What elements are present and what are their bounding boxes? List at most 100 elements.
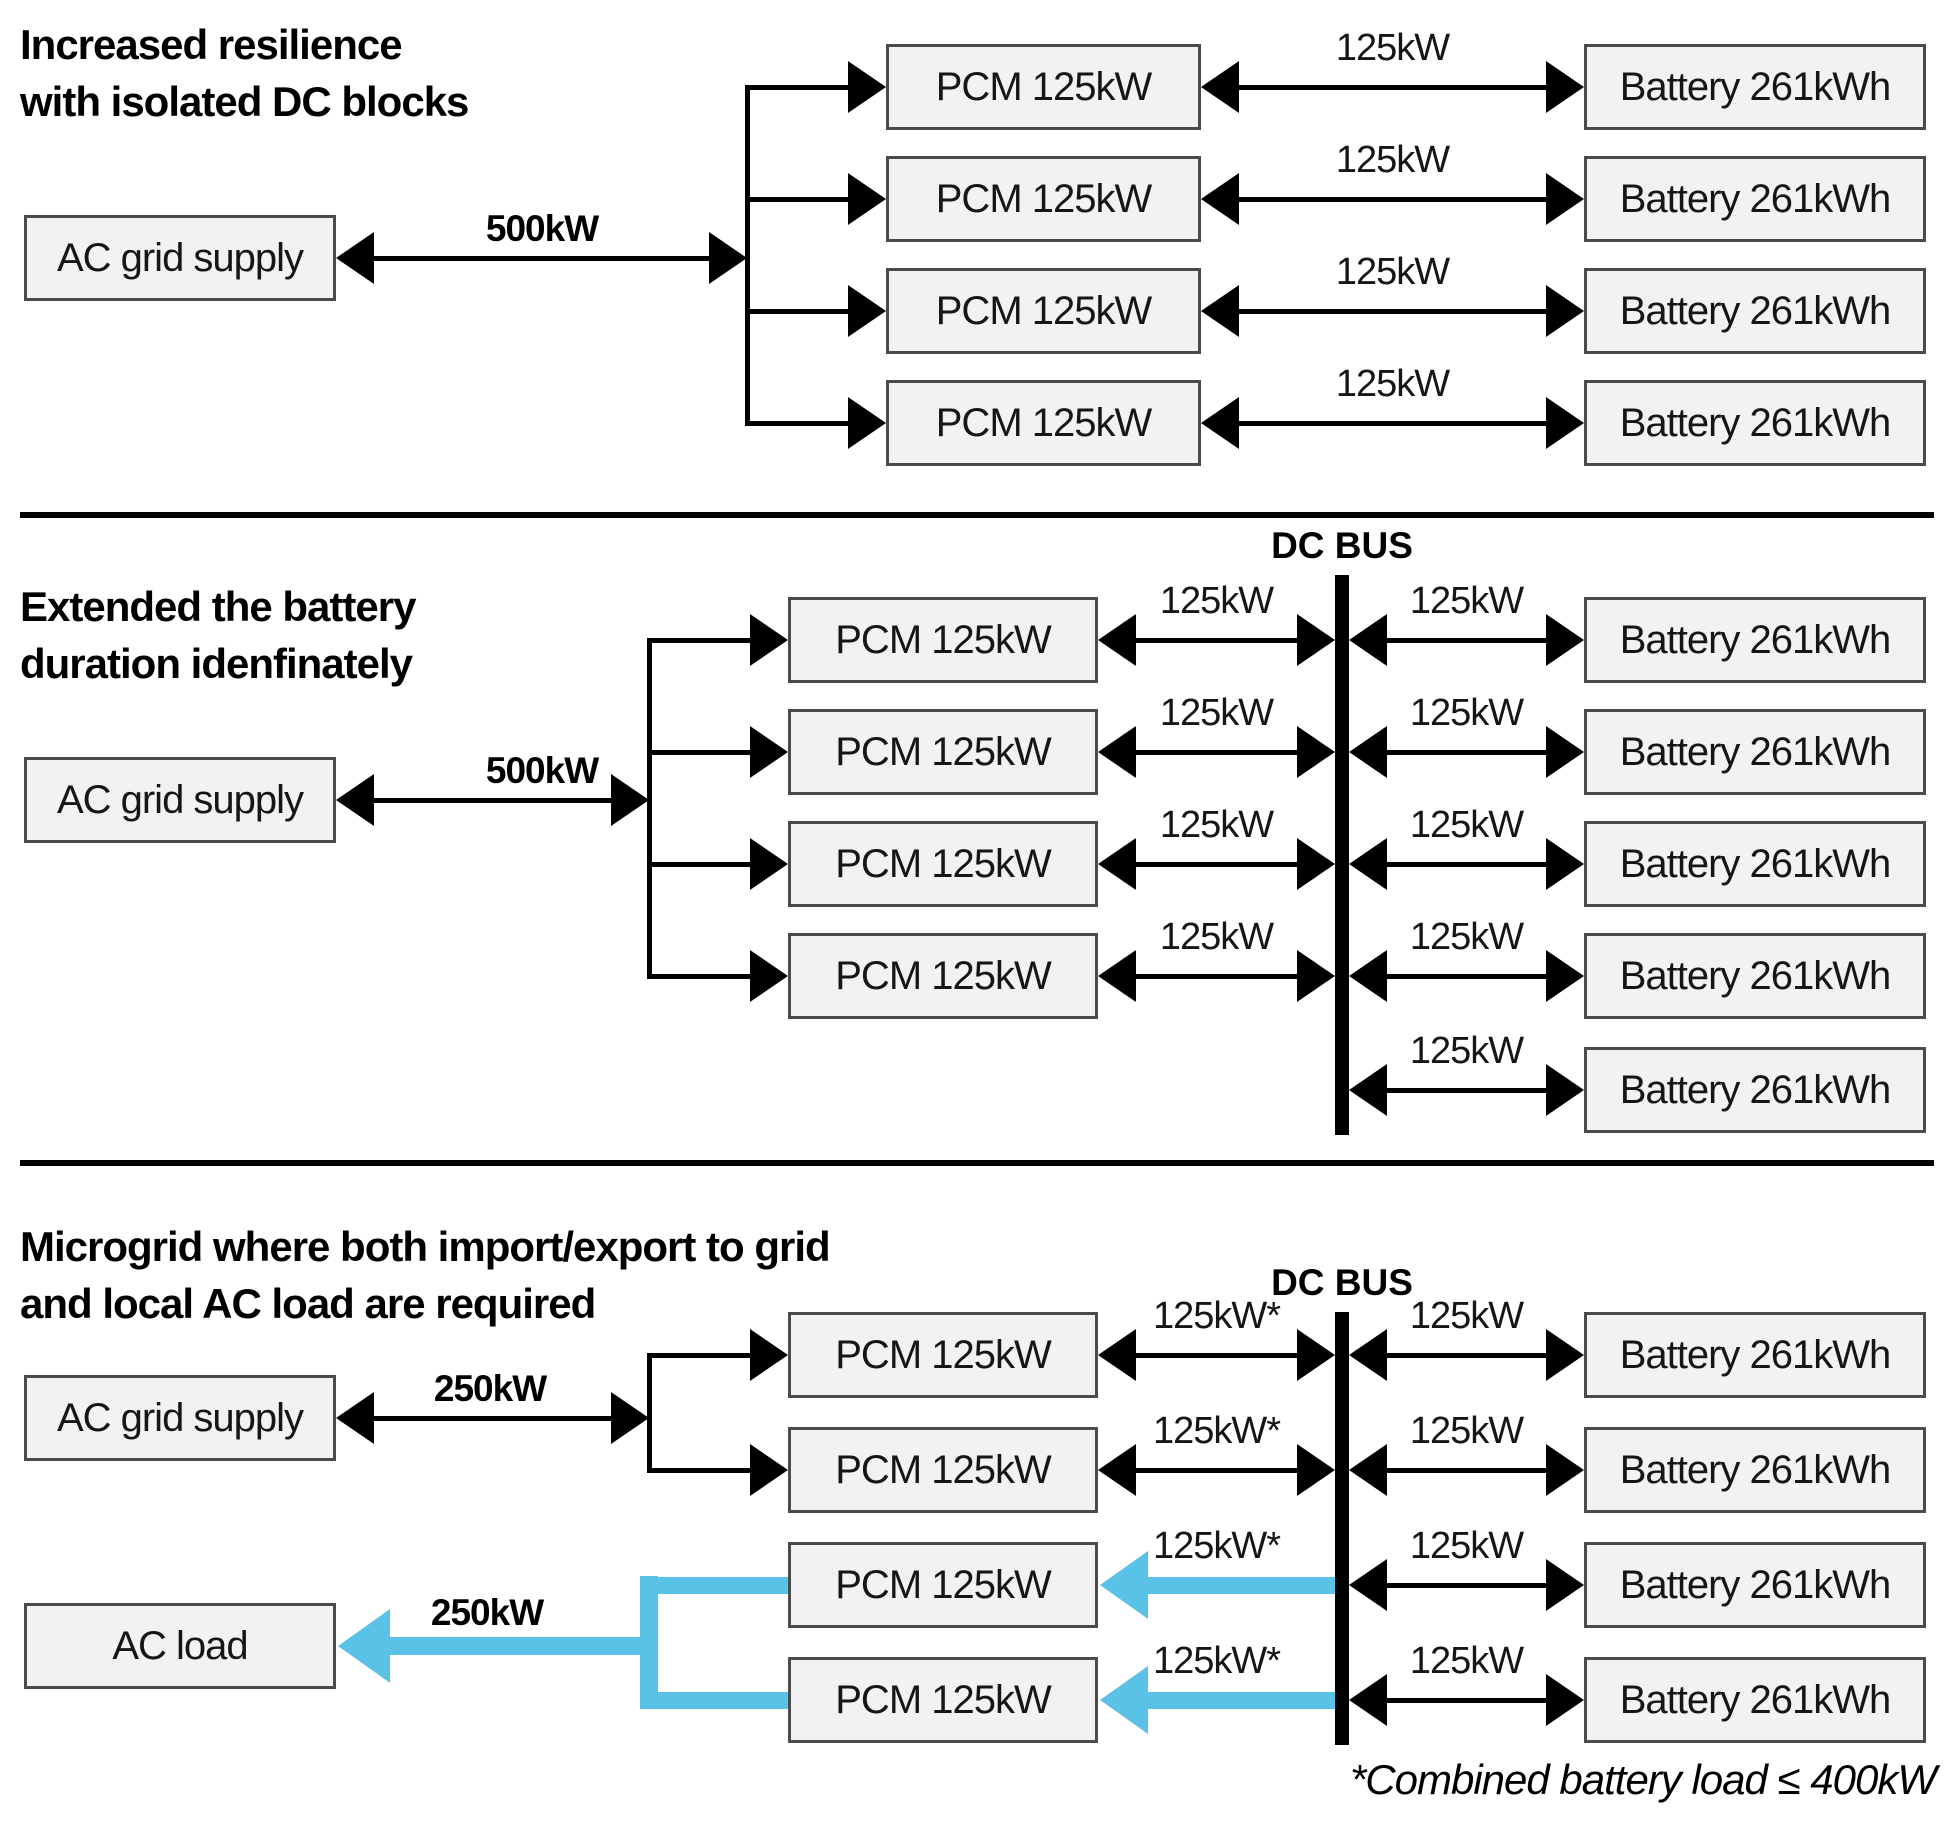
load-arrow-shaft (386, 1637, 658, 1655)
battery-box: Battery 261kWh (1584, 1542, 1926, 1628)
branch-stub-1-head (750, 614, 788, 666)
blue-export-arrow-head-2 (1100, 1666, 1148, 1734)
bus-battery-power-label: 125kW (1409, 1640, 1524, 1682)
branch-stub-2-head (848, 173, 886, 225)
grid-arrow-head-right (709, 232, 747, 284)
link-power-label: 125kW (1335, 251, 1450, 293)
bus-battery-arrow-1-head-left (1349, 1329, 1387, 1381)
pcm-box: PCM 125kW (788, 709, 1098, 795)
branch-stub-3-shaft (745, 308, 852, 314)
pcm-box: PCM 125kW (788, 933, 1098, 1019)
dc-bus-bar (1335, 1312, 1349, 1745)
pcm-battery-arrow-1-shaft (1235, 84, 1550, 90)
pcm-battery-arrow-4-shaft (1235, 420, 1550, 426)
bus-battery-arrow-1-shaft (1383, 637, 1550, 643)
bus-battery-arrow-3-head-left (1349, 838, 1387, 890)
bus-battery-arrow-2-head-right (1546, 1444, 1584, 1496)
battery-box: Battery 261kWh (1584, 268, 1926, 354)
branch-stub-3-shaft (647, 861, 754, 867)
pcm-bus-arrow-3-shaft (1132, 861, 1301, 867)
bus-battery-arrow-3-shaft (1383, 1582, 1550, 1588)
grid-flow-label: 250kW (433, 1368, 547, 1409)
branch-stub-4-shaft (745, 420, 852, 426)
pcm-bus-arrow-1-head-right (1297, 614, 1335, 666)
section2-title-line-1: Extended the battery (20, 583, 416, 630)
pcm-bus-arrow-2-head-left (1098, 726, 1136, 778)
ac-grid-supply-box: AC grid supply (24, 215, 336, 301)
bus-battery-arrow-2-shaft (1383, 1467, 1550, 1473)
bus-battery-arrow-1-head-right (1546, 614, 1584, 666)
pcm-battery-arrow-3-head-left (1201, 285, 1239, 337)
bus-battery-power-label: 125kW (1409, 1410, 1524, 1452)
bus-battery-power-label: 125kW (1409, 1525, 1524, 1567)
branch-stub-4-head (848, 397, 886, 449)
pcm-bus-arrow-2-head-left (1098, 1444, 1136, 1496)
branch-stub-2-shaft (745, 196, 852, 202)
bus-battery-arrow-2-head-right (1546, 726, 1584, 778)
pcm-bus-power-label: 125kW (1159, 692, 1274, 734)
link-power-label: 125kW (1335, 363, 1450, 405)
grid-arrow-head-left (336, 232, 374, 284)
grid-flow-label: 500kW (485, 750, 599, 791)
branch-stub-4-head (750, 950, 788, 1002)
bus-battery-arrow-1-head-right (1546, 1329, 1584, 1381)
bus-battery-arrow-4-head-right (1546, 950, 1584, 1002)
link-power-label: 125kW (1335, 139, 1450, 181)
pcm-box: PCM 125kW (788, 821, 1098, 907)
pcm-bus-arrow-3-head-left (1098, 838, 1136, 890)
pcm-box: PCM 125kW (788, 597, 1098, 683)
branch-stub-1-shaft (647, 637, 754, 643)
branch-stub-1-head (848, 61, 886, 113)
branch-stub-4-shaft (647, 973, 754, 979)
section1-title-line-1: Increased resilience (20, 21, 403, 68)
battery-box: Battery 261kWh (1584, 1047, 1926, 1133)
bus-battery-arrow-1-head-left (1349, 614, 1387, 666)
bus-battery-power-label: 125kW (1409, 692, 1524, 734)
pcm-bus-arrow-2-shaft (1132, 749, 1301, 755)
pcm-bus-arrow-2-shaft (1132, 1467, 1301, 1473)
branch-line (744, 87, 750, 423)
bus-battery-arrow-3-head-left (1349, 1559, 1387, 1611)
pcm-battery-arrow-3-shaft (1235, 308, 1550, 314)
pcm-box: PCM 125kW (788, 1312, 1098, 1398)
branch-stub-2-shaft (647, 749, 754, 755)
pcm-bus-arrow-2-head-right (1297, 1444, 1335, 1496)
bus-battery-arrow-5-head-right (1546, 1064, 1584, 1116)
bus-battery-arrow-2-head-left (1349, 1444, 1387, 1496)
branch-stub-2-head (750, 1444, 788, 1496)
bus-battery-arrow-4-head-right (1546, 1674, 1584, 1726)
bus-battery-arrow-4-head-left (1349, 1674, 1387, 1726)
battery-box: Battery 261kWh (1584, 44, 1926, 130)
grid-arrow-head-right (611, 1392, 649, 1444)
pcm-bus-arrow-1-head-left (1098, 614, 1136, 666)
bus-battery-arrow-1-shaft (1383, 1352, 1550, 1358)
bus-battery-power-label: 125kW (1409, 804, 1524, 846)
footnote: *Combined battery load ≤ 400kW (1349, 1756, 1937, 1803)
pcm-bus-power-label: 125kW* (1152, 1525, 1281, 1567)
pcm-battery-arrow-1-head-right (1546, 61, 1584, 113)
pcm-bus-power-label: 125kW (1159, 804, 1274, 846)
pcm-box: PCM 125kW (788, 1657, 1098, 1743)
pcm-bus-arrow-1-head-left (1098, 1329, 1136, 1381)
pcm-bus-arrow-1-shaft (1132, 637, 1301, 643)
pcm-bus-arrow-4-head-left (1098, 950, 1136, 1002)
bus-battery-arrow-3-head-right (1546, 1559, 1584, 1611)
bus-battery-arrow-5-head-left (1349, 1064, 1387, 1116)
pcm-bus-power-label: 125kW* (1152, 1295, 1281, 1337)
section3-title: Microgrid where both import/export to gr… (20, 1218, 831, 1332)
section1-title: Increased resilience with isolated DC blo… (20, 16, 469, 130)
pcm-bus-power-label: 125kW* (1152, 1640, 1281, 1682)
pcm-box: PCM 125kW (788, 1427, 1098, 1513)
blue-export-arrow-shaft-1 (1144, 1576, 1335, 1594)
branch-line (646, 1355, 652, 1470)
battery-box: Battery 261kWh (1584, 156, 1926, 242)
pcm-battery-arrow-1-head-left (1201, 61, 1239, 113)
bus-battery-arrow-4-head-left (1349, 950, 1387, 1002)
pcm-bus-arrow-4-head-right (1297, 950, 1335, 1002)
section1-title-line-2: with isolated DC blocks (20, 78, 469, 125)
blue-export-arrow-shaft-2 (1144, 1691, 1335, 1709)
pcm-battery-arrow-4-head-left (1201, 397, 1239, 449)
pcm-box: PCM 125kW (886, 268, 1201, 354)
pcm-bus-arrow-1-head-right (1297, 1329, 1335, 1381)
